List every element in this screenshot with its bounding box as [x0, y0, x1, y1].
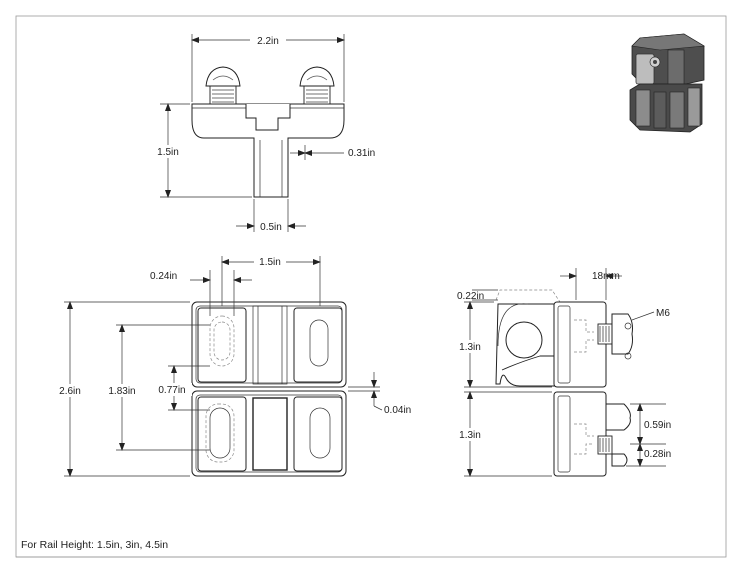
- side-view: 18mm 0.22in M6 1.3in 1.3in 0.59in 0.28in: [454, 268, 671, 477]
- dim-front-slot-length: 0.77in: [158, 385, 185, 396]
- front-view: 1.5in 0.24in 2.6in 1.83in 0.77in 0.04in: [54, 255, 411, 477]
- dim-front-slot-span: 1.83in: [108, 386, 135, 397]
- dim-side-lower-height: 1.3in: [459, 430, 481, 441]
- dim-side-upper-height: 1.3in: [459, 342, 481, 353]
- dim-top-height: 1.5in: [157, 147, 179, 158]
- dim-side-nut-b: 0.28in: [644, 449, 671, 460]
- dim-top-width: 2.2in: [257, 36, 279, 47]
- dim-front-inner-width: 1.5in: [259, 257, 281, 268]
- dim-top-stem: 0.5in: [260, 222, 282, 233]
- iso-view: [629, 33, 705, 133]
- dim-front-slot-width: 0.24in: [150, 271, 177, 282]
- dim-front-height: 2.6in: [59, 386, 81, 397]
- rail-height-note: For Rail Height: 1.5in, 3in, 4.5in: [21, 539, 168, 551]
- dim-side-thread: 18mm: [592, 271, 620, 282]
- dim-side-offset: 0.22in: [457, 291, 484, 302]
- dim-top-slot: 0.31in: [348, 148, 375, 159]
- dim-side-screw: M6: [656, 308, 670, 319]
- dim-front-gap: 0.04in: [384, 405, 411, 416]
- dim-side-nut-a: 0.59in: [644, 420, 671, 431]
- top-view: 2.2in 1.5in 0.31in 0.5in: [152, 33, 375, 233]
